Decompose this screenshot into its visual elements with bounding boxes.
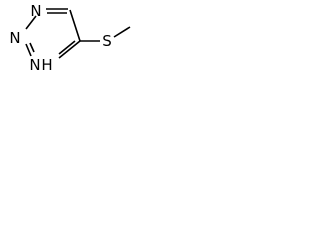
bond-n2-n3	[25, 43, 32, 57]
bond-n2-n3-double	[29, 42, 35, 53]
bond-n1-n2	[25, 15, 37, 30]
atom-sulfur: S	[102, 32, 112, 50]
atom-n-top: N	[30, 2, 41, 20]
atom-n-h-h: H	[41, 56, 52, 74]
bond-c4-n3	[58, 40, 81, 59]
bond-s-ch3	[113, 26, 131, 38]
atom-n-mid: N	[9, 29, 20, 47]
bond-c4-n3-double	[58, 40, 76, 55]
molecule-structure: N N N H S	[9, 2, 131, 74]
bond-c5-c4	[69, 9, 81, 42]
atom-n-h-n: N	[29, 56, 40, 74]
